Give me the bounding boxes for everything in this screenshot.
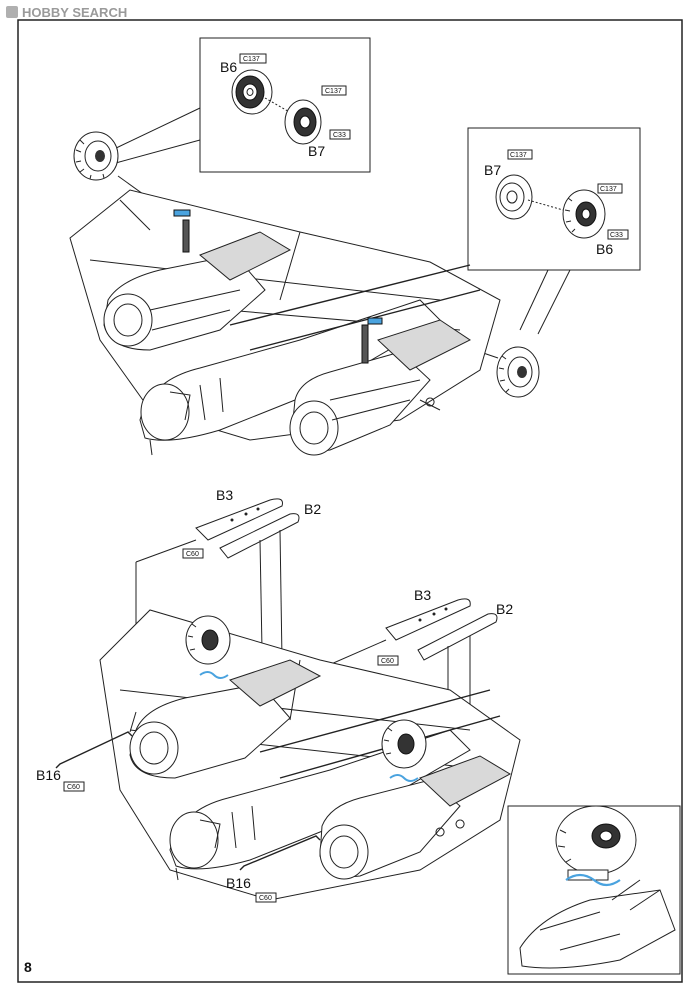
- label-b7-top: B7: [308, 143, 325, 159]
- wheel-callout-box-left: [199, 37, 371, 173]
- detail-inset-content: [519, 805, 676, 969]
- gear-doors-right: [385, 598, 498, 661]
- assembled-wheel-left: [73, 131, 119, 181]
- tag-c60-b16-left: C60: [67, 784, 80, 791]
- bottom-assembly: B3 B2 C60 B3 B2 C60: [36, 487, 681, 975]
- watermark-text: HOBBY SEARCH: [22, 5, 127, 20]
- strut-highlight-left: [173, 209, 191, 217]
- tag-c137-top-1: C137: [243, 56, 260, 63]
- wheel-tire-b7: [284, 99, 322, 145]
- brake-line-detail: [565, 873, 621, 887]
- wheel-tire-b6-right: [562, 189, 606, 239]
- label-b3-right: B3: [414, 587, 431, 603]
- tag-c60-b16-right: C60: [259, 895, 272, 902]
- watermark: HOBBY SEARCH: [6, 5, 127, 20]
- gear-doors-left: [195, 498, 300, 559]
- page-frame: [17, 19, 683, 983]
- tag-c60-left-door: C60: [186, 551, 199, 558]
- tag-c137-right-1: C137: [510, 152, 527, 159]
- label-b16-left: B16: [36, 767, 61, 783]
- brake-line-right: [389, 774, 419, 782]
- wheel-hub-b7-right: [495, 174, 533, 220]
- label-b7-right: B7: [484, 162, 501, 178]
- wheel-callout-box-right: [467, 127, 641, 271]
- tag-c33-right: C33: [610, 232, 623, 239]
- label-b16-right: B16: [226, 875, 251, 891]
- strut-highlight-right: [367, 317, 383, 325]
- part-b16-left: [55, 711, 137, 769]
- wheel-hub-b6: [231, 69, 273, 115]
- tag-c60-right-door: C60: [381, 658, 394, 665]
- assembled-wheel-right: [496, 346, 540, 398]
- top-assembly: B6 C137 C137 C33 B7: [69, 37, 641, 456]
- label-b6-top: B6: [220, 59, 237, 75]
- tag-c33-top: C33: [333, 132, 346, 139]
- label-b6-right: B6: [596, 241, 613, 257]
- label-b3-left: B3: [216, 487, 233, 503]
- label-b2-left: B2: [304, 501, 321, 517]
- tag-c137-top-2: C137: [325, 88, 342, 95]
- label-b2-right: B2: [496, 601, 513, 617]
- brake-line-left: [199, 671, 229, 679]
- aircraft-bottom: [99, 609, 521, 901]
- part-b16-right: [239, 835, 321, 871]
- page-number: 8: [24, 959, 32, 975]
- tag-c137-right-2: C137: [600, 186, 617, 193]
- aircraft-top: [69, 189, 501, 456]
